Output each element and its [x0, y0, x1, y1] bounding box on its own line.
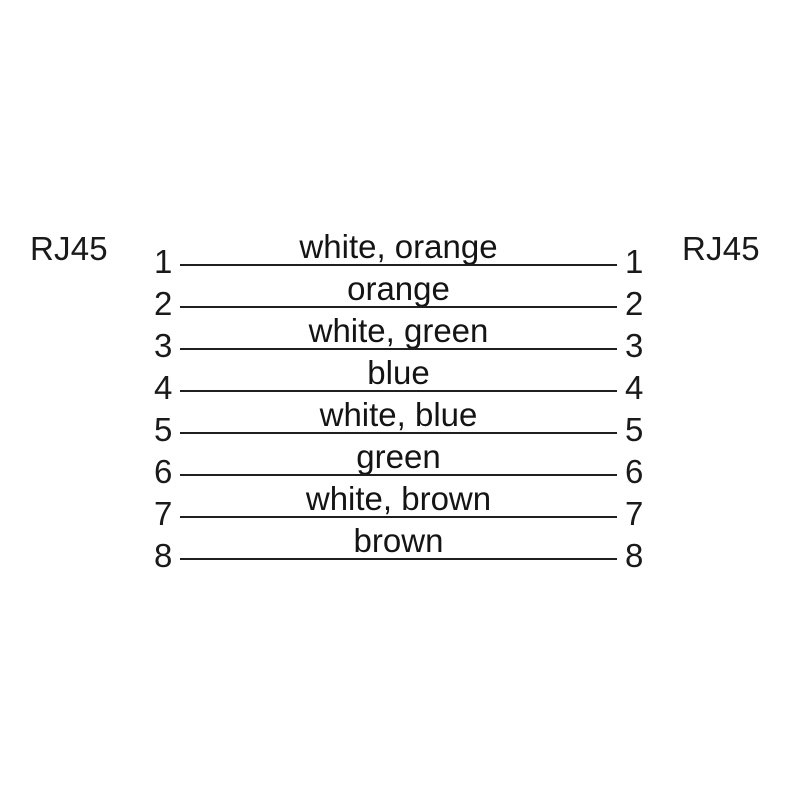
wire-color-label: white, orange: [299, 228, 498, 265]
pin-number-right: 7: [625, 495, 644, 532]
wire-line: [180, 474, 617, 476]
wire-color-label: orange: [347, 270, 450, 307]
pin-number-right: 2: [625, 285, 644, 322]
pin-row: 1 white, orange 1: [150, 224, 670, 278]
wire-line: [180, 390, 617, 392]
wire-color-label: green: [356, 438, 441, 475]
pin-number-left: 6: [154, 453, 173, 490]
pin-row: 4 blue 4: [150, 350, 670, 404]
pin-number-right: 1: [625, 243, 644, 280]
pin-number-left: 1: [154, 243, 173, 280]
pin-number-right: 3: [625, 327, 644, 364]
pin-number-right: 4: [625, 369, 644, 406]
pin-number-left: 4: [154, 369, 173, 406]
pin-number-right: 5: [625, 411, 644, 448]
pin-number-left: 3: [154, 327, 173, 364]
wire-color-label: white, blue: [319, 396, 478, 433]
wire-color-label: white, brown: [305, 480, 492, 517]
wire-line: [180, 516, 617, 518]
pin-row: 6 green 6: [150, 434, 670, 488]
pin-number-right: 6: [625, 453, 644, 490]
pin-number-left: 8: [154, 537, 173, 574]
wire-line: [180, 306, 617, 308]
wire-color-label: blue: [367, 354, 430, 391]
wire-line: [180, 348, 617, 350]
pin-number-right: 8: [625, 537, 644, 574]
connector-label-left: RJ45: [30, 230, 108, 267]
wire-line: [180, 264, 617, 266]
wire-line: [180, 558, 617, 560]
pin-number-left: 7: [154, 495, 173, 532]
connector-label-right: RJ45: [682, 230, 760, 267]
wire-line: [180, 432, 617, 434]
pin-row: 2 orange 2: [150, 266, 670, 320]
pin-number-left: 5: [154, 411, 173, 448]
wire-color-label: white, green: [308, 312, 489, 349]
wire-color-label: brown: [353, 522, 444, 559]
pin-row: 7 white, brown 7: [150, 476, 670, 530]
pin-row: 8 brown 8: [150, 518, 670, 572]
pin-row: 3 white, green 3: [150, 308, 670, 362]
pin-row: 5 white, blue 5: [150, 392, 670, 446]
pin-number-left: 2: [154, 285, 173, 322]
